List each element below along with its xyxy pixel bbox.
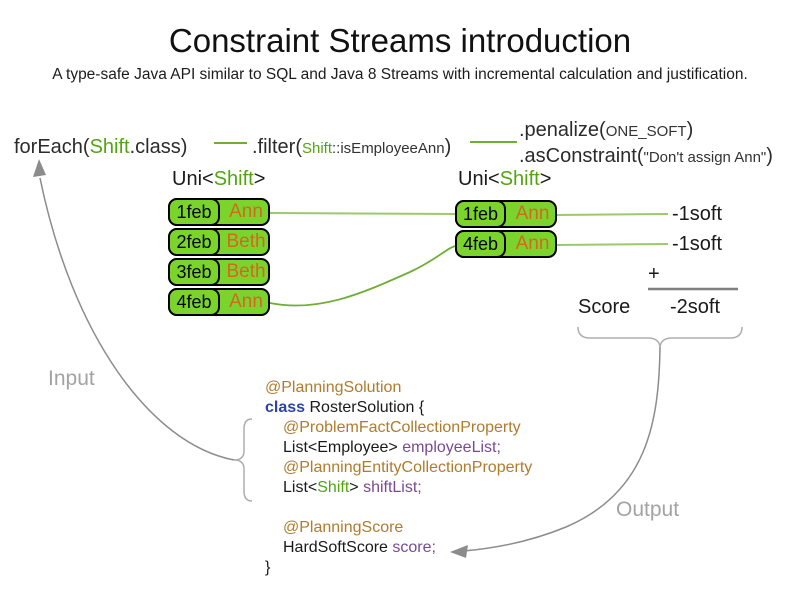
type-decl: List<Employee> (283, 439, 403, 456)
penalize-arg: ONE_SOFT (605, 123, 687, 140)
shift-date: 3feb (168, 258, 220, 286)
asconstraint-call: .asConstraint("Don't assign Ann") (519, 146, 773, 166)
shift-date: 4feb (455, 230, 506, 258)
right-type-name: Shift (499, 168, 540, 190)
filter-call: .filter(Shift::isEmployeeAnn) (252, 137, 451, 157)
shift-row-4feb-left: 4feb Ann (168, 288, 270, 316)
connector-penalty-1 (556, 213, 669, 216)
penalty-value-2: -1soft (672, 233, 723, 255)
left-type-name: Shift (213, 168, 254, 190)
code-line-planningscore-annotation: @PlanningScore (265, 518, 532, 538)
shift-row-1feb-right: 1feb Ann (455, 200, 557, 228)
filter-fn: .filter( (252, 136, 302, 158)
closing-brace: } (265, 559, 271, 576)
output-label: Output (616, 498, 680, 521)
shift-employee: Ann (229, 291, 263, 312)
shift-employee: Beth (226, 231, 266, 252)
right-type-suffix: > (539, 168, 552, 190)
page-title: Constraint Streams introduction (168, 22, 632, 59)
asconstraint-fn: .asConstraint( (519, 145, 644, 167)
foreach-arg-type: Shift (89, 136, 130, 158)
connector-penalty-2 (556, 243, 669, 246)
shift-date: 4feb (168, 288, 220, 316)
shift-row-1feb-left: 1feb Ann (168, 198, 270, 226)
input-label: Input (48, 367, 95, 390)
shift-date: 2feb (168, 228, 220, 256)
type-decl: HardSoftScore (283, 539, 393, 556)
foreach-fn: forEach( (14, 136, 90, 158)
shift-row-3feb-left: 3feb Beth (168, 258, 270, 286)
annotation: @PlanningSolution (265, 379, 402, 396)
field-name: score; (392, 539, 436, 556)
shift-employee: Beth (226, 261, 266, 282)
penalty-value-1: -1soft (672, 203, 723, 225)
penalize-fn: .penalize( (519, 119, 606, 141)
code-line-planning-solution: @PlanningSolution (265, 378, 532, 398)
score-brace (577, 326, 743, 348)
penalize-call: .penalize(ONE_SOFT) (519, 120, 693, 140)
code-line-problemfact-annotation: @ProblemFactCollectionProperty (265, 418, 532, 438)
foreach-call: forEach(Shift.class) (14, 137, 187, 157)
shift-employee: Ann (515, 233, 550, 254)
input-arrow-curve (39, 177, 235, 461)
connector-4feb (269, 245, 457, 307)
type-decl-close: > (349, 479, 364, 496)
filter-arg-method: ::isEmployeeAnn (332, 140, 445, 157)
plus-sign: + (648, 263, 660, 285)
filter-arg-type: Shift (302, 140, 333, 157)
output-arrow-curve (463, 346, 661, 552)
annotation: @PlanningEntityCollectionProperty (283, 459, 533, 476)
score-total: -2soft (670, 296, 721, 318)
class-name: RosterSolution { (305, 399, 425, 416)
right-stream-type: Uni<Shift> (458, 168, 551, 191)
shift-employee: Ann (229, 201, 263, 222)
left-type-prefix: Uni< (172, 168, 214, 190)
code-line-class-decl: class RosterSolution { (265, 398, 532, 418)
shift-date: 1feb (168, 198, 220, 226)
left-stream-type: Uni<Shift> (172, 168, 265, 191)
filter-close: ) (444, 136, 452, 158)
page-subtitle: A type-safe Java API similar to SQL and … (52, 66, 748, 83)
annotation: @PlanningScore (283, 519, 404, 536)
connector-1feb (269, 212, 457, 215)
code-line-planningentity-annotation: @PlanningEntityCollectionProperty (265, 458, 532, 478)
code-line-closing-brace: } (265, 558, 532, 578)
left-type-suffix: > (253, 168, 266, 190)
penalize-close: ) (686, 119, 694, 141)
shift-employee: Ann (515, 203, 550, 224)
shift-type: Shift (317, 479, 350, 496)
output-arrowhead-icon (450, 545, 468, 558)
keyword: class (265, 399, 306, 416)
asconstraint-close: ) (766, 145, 773, 167)
field-name: employeeList; (402, 439, 501, 456)
code-line-score-field: HardSoftScore score; (265, 538, 532, 558)
annotation: @ProblemFactCollectionProperty (283, 419, 521, 436)
roster-solution-code: @PlanningSolution class RosterSolution {… (265, 378, 532, 578)
code-line-employee-list: List<Employee> employeeList; (265, 438, 532, 458)
code-line-shift-list: List<Shift> shiftList; (265, 478, 532, 498)
type-decl: List< (283, 479, 318, 496)
code-line-blank (265, 498, 532, 518)
input-arrowhead-icon (33, 159, 46, 177)
shift-row-4feb-right: 4feb Ann (455, 230, 557, 258)
score-label: Score (578, 296, 631, 318)
field-name: shiftList; (363, 479, 422, 496)
right-type-prefix: Uni< (458, 168, 500, 190)
code-brace (233, 418, 253, 502)
shift-row-2feb-left: 2feb Beth (168, 228, 270, 256)
shift-date: 1feb (455, 200, 506, 228)
asconstraint-arg: "Don't assign Ann" (643, 149, 767, 166)
foreach-suffix: .class) (129, 136, 188, 158)
